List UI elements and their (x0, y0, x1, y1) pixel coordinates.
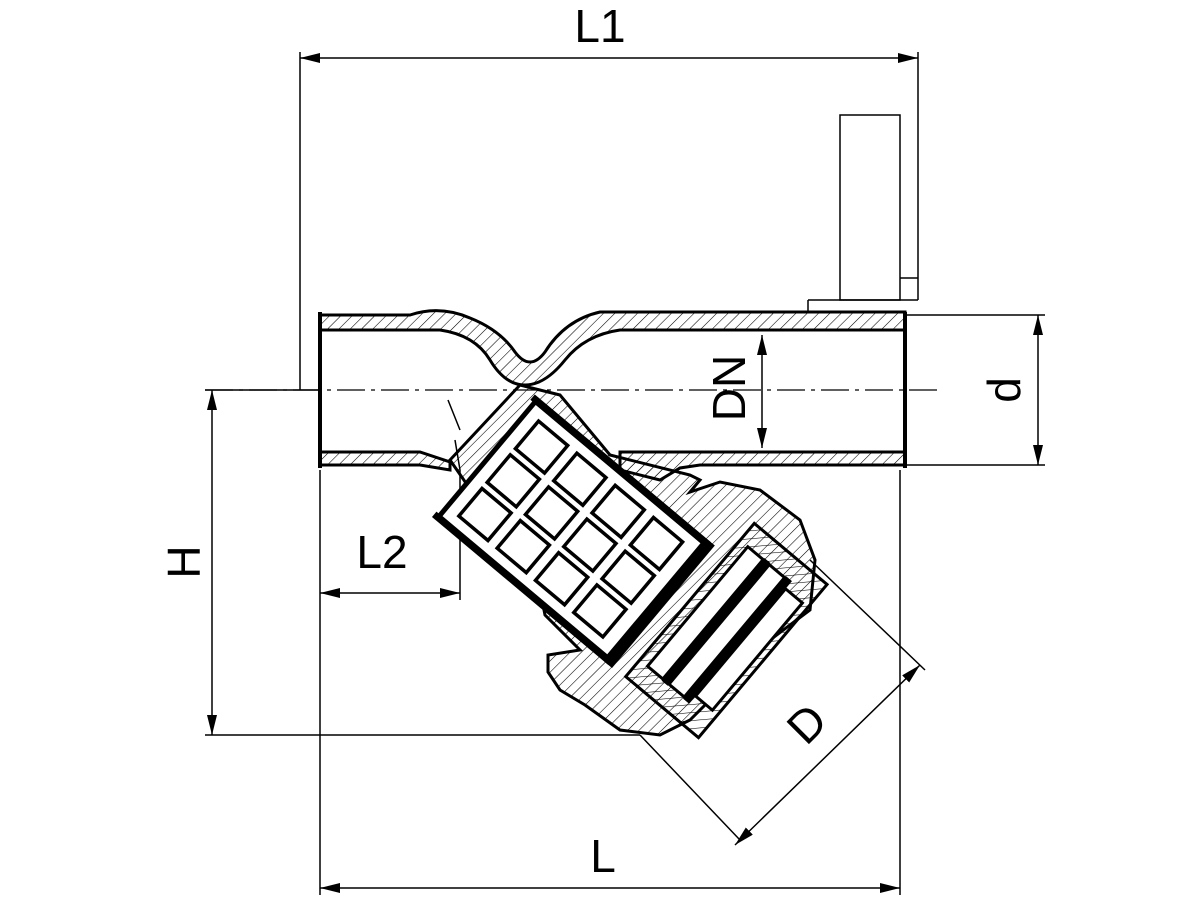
strainer-assembly (431, 383, 830, 740)
label-l2: L2 (356, 526, 407, 578)
label-h: H (158, 545, 210, 578)
label-l: L (590, 830, 616, 882)
label-d-large: D (777, 694, 837, 754)
top-wall (318, 309, 907, 387)
label-dn: DN (703, 355, 755, 421)
dim-line-d-large (734, 664, 921, 846)
mounting-bracket (807, 114, 918, 312)
dimension-lines (207, 53, 1043, 893)
label-l1: L1 (574, 0, 625, 52)
label-d: d (978, 377, 1030, 403)
bottom-wall (318, 450, 452, 472)
